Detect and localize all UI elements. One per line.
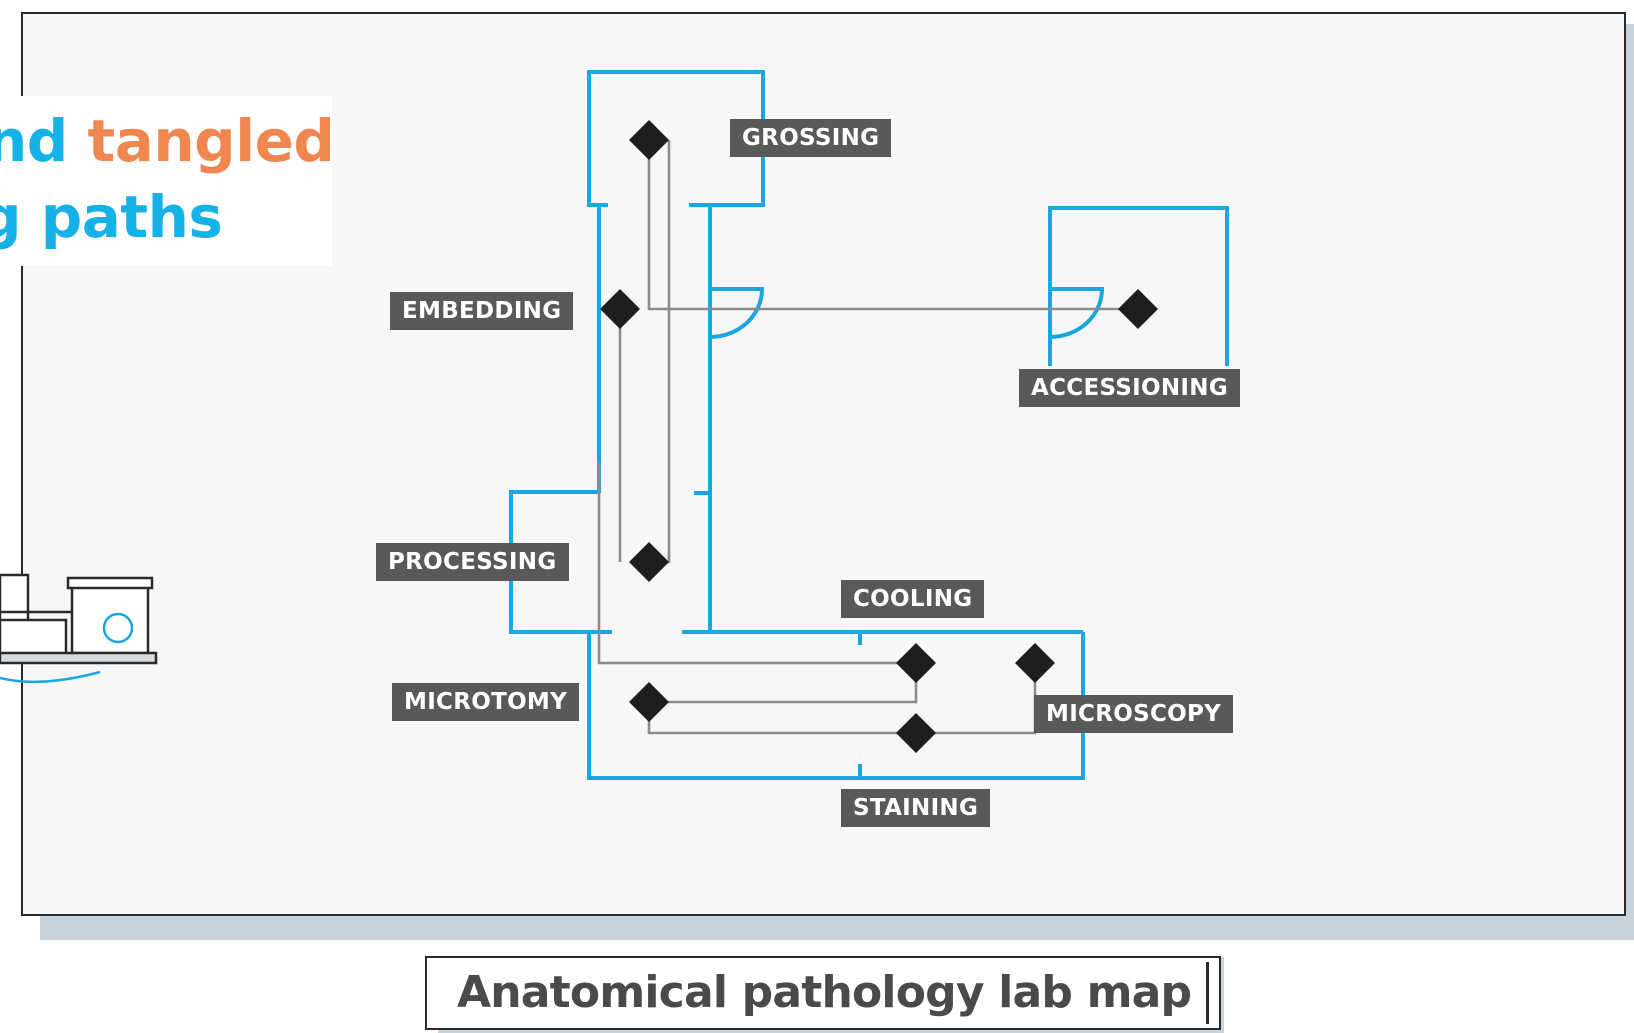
door-swing-icon bbox=[709, 287, 765, 339]
station-diamond-icon bbox=[896, 713, 936, 753]
station-diamond-icon bbox=[1015, 643, 1055, 683]
room-label-microtomy: MICROTOMY bbox=[392, 683, 580, 721]
heading-line-1: nd tangled bbox=[0, 112, 332, 170]
station-diamond-icon bbox=[1118, 289, 1158, 329]
lab-equipment-illustration bbox=[0, 573, 158, 684]
stations bbox=[600, 120, 1158, 753]
room-label-accessioning: ACCESSIONING bbox=[1019, 369, 1241, 407]
room-label-grossing: GROSSING bbox=[730, 119, 892, 157]
room-label-cooling: COOLING bbox=[841, 580, 985, 618]
floor-plan-walls bbox=[509, 70, 1229, 780]
station-diamond-icon bbox=[896, 643, 936, 683]
station-diamond-icon bbox=[629, 120, 669, 160]
caption-title: Anatomical pathology lab map bbox=[457, 967, 1192, 1018]
caption-bar bbox=[1206, 962, 1209, 1024]
station-diamond-icon bbox=[629, 542, 669, 582]
caption-box: Anatomical pathology lab map bbox=[425, 956, 1221, 1030]
station-diamond-icon bbox=[629, 682, 669, 722]
heading-line-2: g paths bbox=[0, 183, 223, 251]
heading-word-highlight: tangled bbox=[87, 107, 332, 175]
station-diamond-icon bbox=[600, 289, 640, 329]
room-label-embedding: EMBEDDING bbox=[390, 292, 574, 330]
workflow-paths bbox=[597, 140, 1138, 735]
room-label-microscopy: MICROSCOPY bbox=[1034, 695, 1234, 733]
panel-edge bbox=[1608, 12, 1626, 916]
room-label-processing: PROCESSING bbox=[376, 543, 569, 581]
heading-word: nd bbox=[0, 107, 68, 175]
room-label-staining: STAINING bbox=[841, 789, 991, 827]
door-swing-icon bbox=[1049, 287, 1105, 339]
heading-card: nd tangled g paths bbox=[0, 96, 332, 266]
